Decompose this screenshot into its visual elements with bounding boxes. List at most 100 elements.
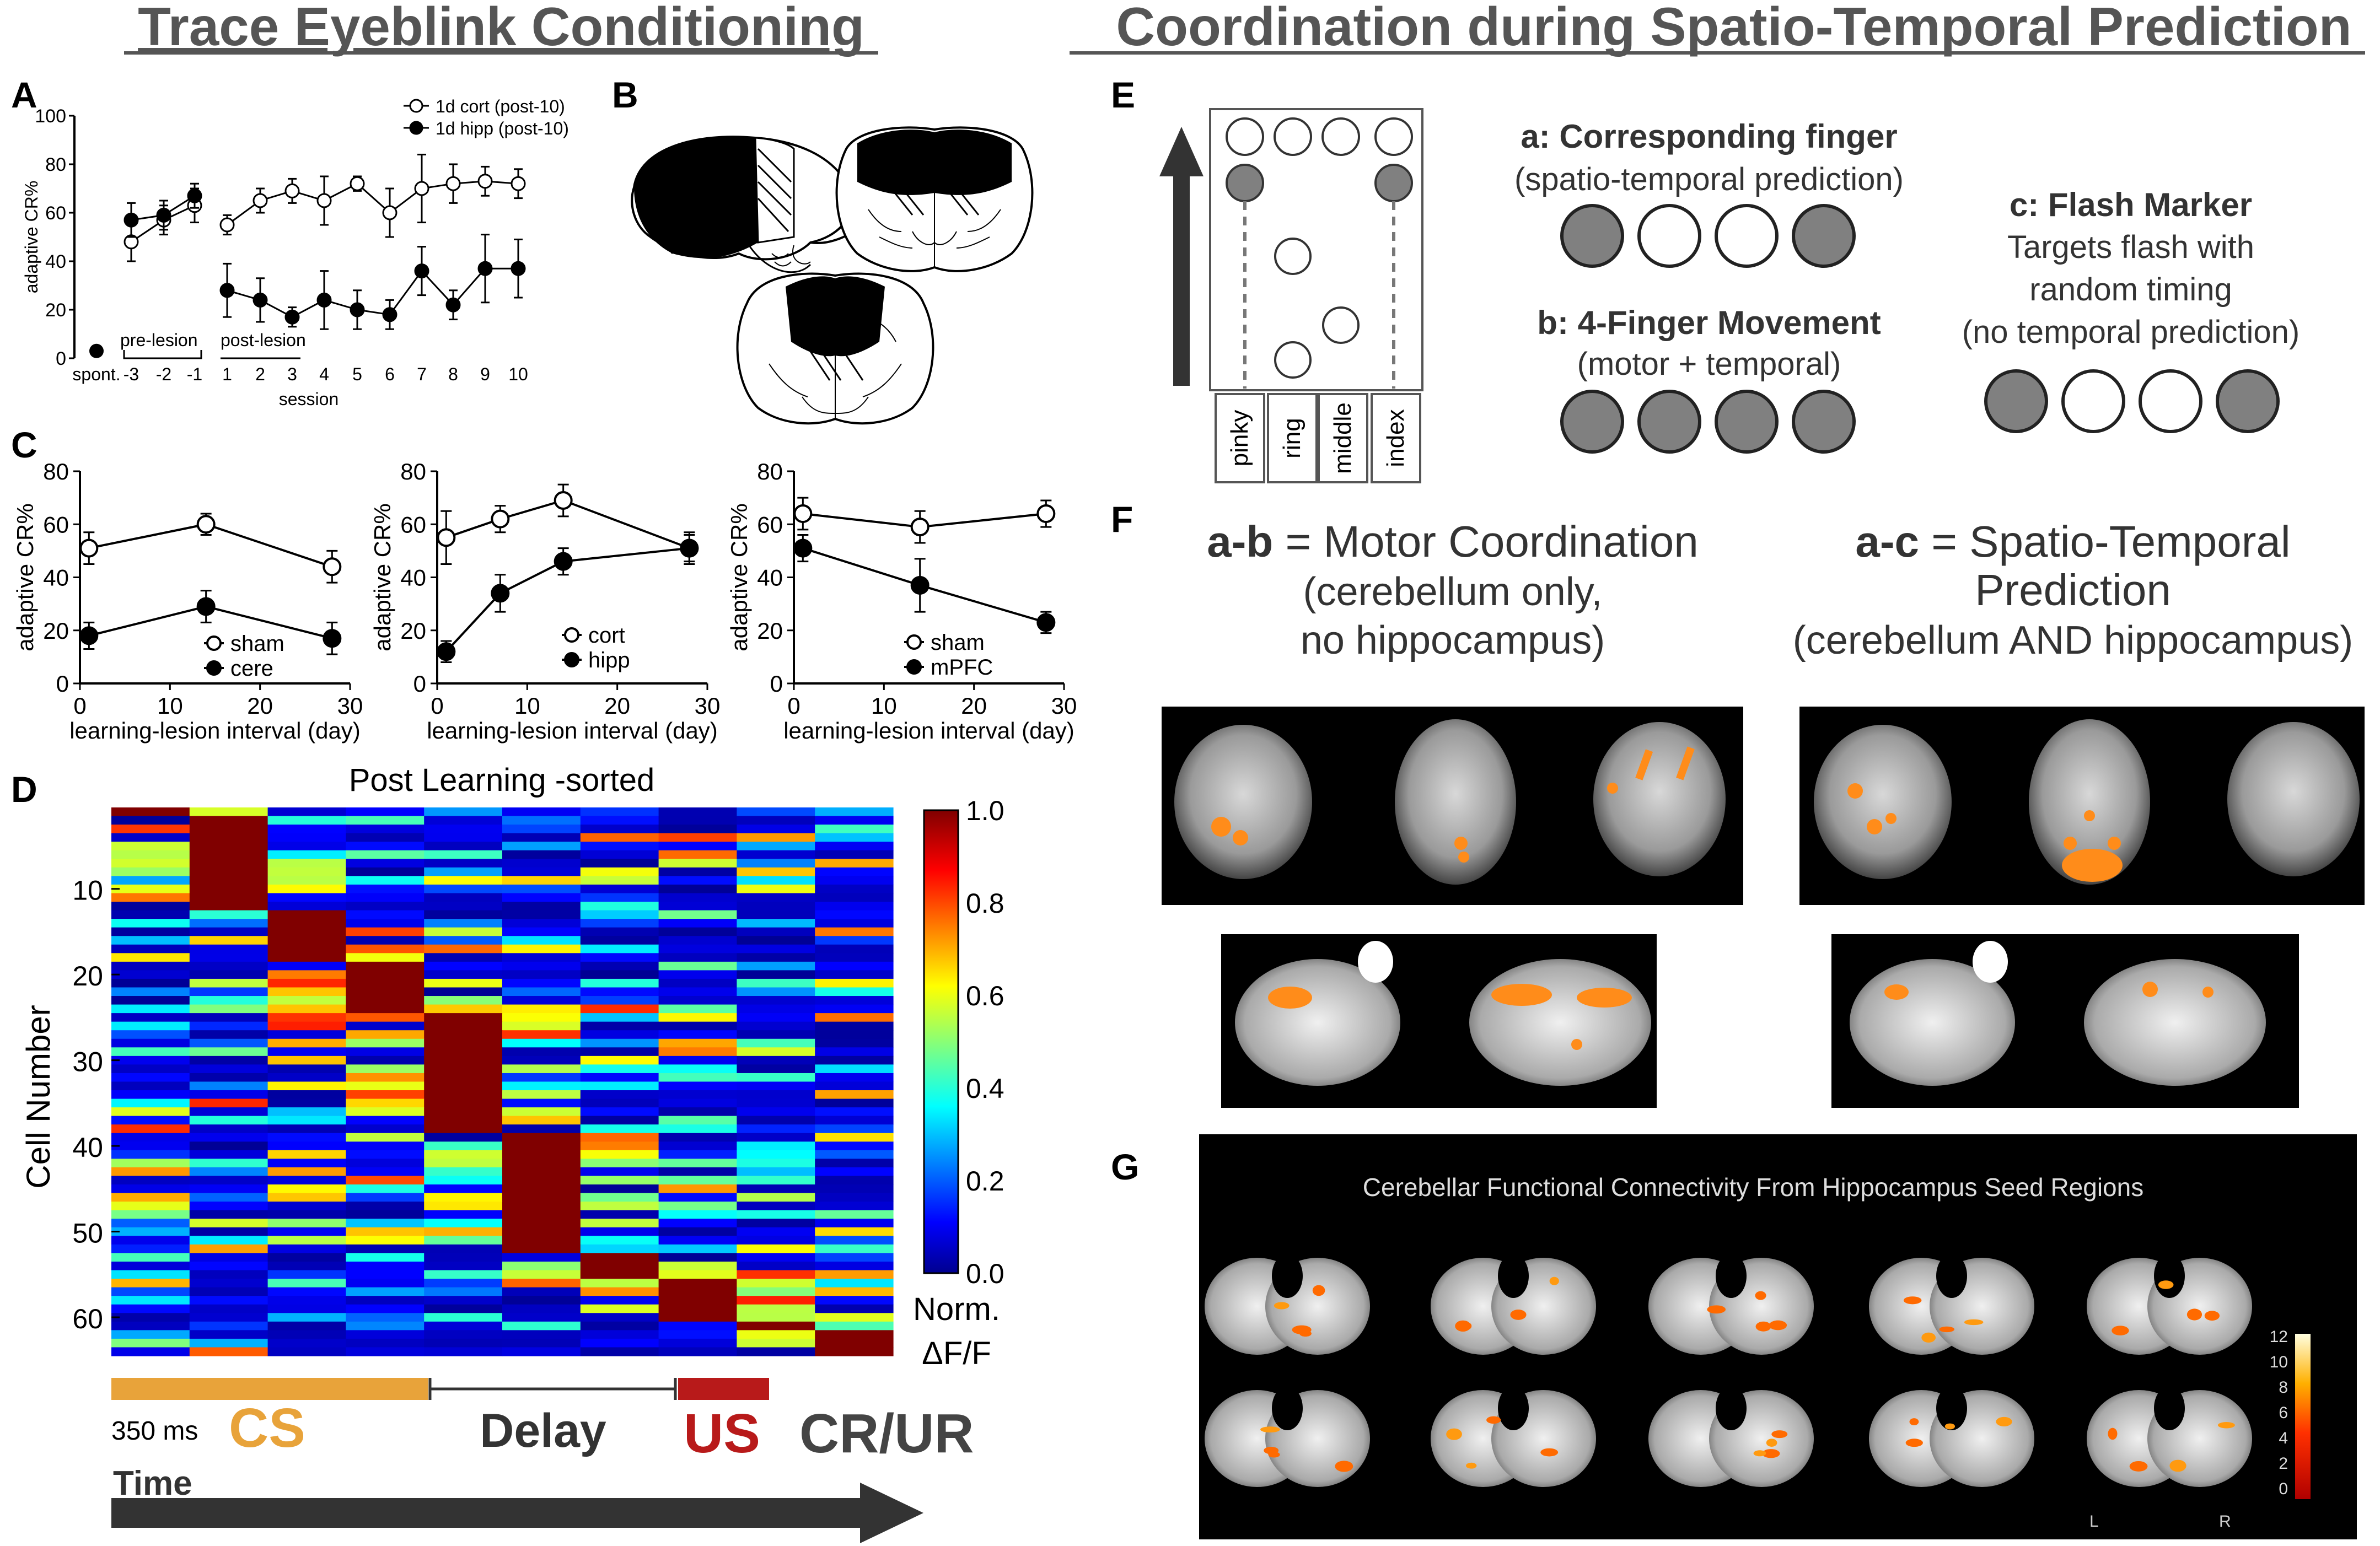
- activation-blob: [1510, 1309, 1527, 1320]
- cerebellum-notch: [1716, 1254, 1747, 1298]
- heatmap-cell: [424, 1330, 503, 1339]
- condition-c-title: c: Flash Marker: [2010, 186, 2252, 223]
- heatmap-cell: [346, 1047, 425, 1057]
- legend-marker: [906, 659, 922, 675]
- heatmap-cell: [189, 1116, 268, 1125]
- heatmap-cell: [658, 1270, 737, 1279]
- condition-circle: [1715, 390, 1779, 454]
- heatmap-cell: [424, 1013, 503, 1022]
- heatmap-cell: [815, 1004, 894, 1014]
- target-circle: [1374, 117, 1413, 156]
- data-point: [437, 528, 456, 547]
- heatmap-cell: [502, 884, 581, 894]
- heatmap-cell: [502, 1081, 581, 1091]
- scale-tick-label: 6: [2279, 1404, 2288, 1422]
- data-point: [196, 515, 216, 534]
- heatmap-cell: [189, 1098, 268, 1108]
- heatmap-cell: [658, 893, 737, 902]
- heatmap-cell: [424, 1116, 503, 1125]
- heatmap-cell: [815, 1081, 894, 1091]
- data-point: [316, 292, 332, 308]
- heatmap-cell: [658, 1253, 737, 1262]
- heatmap-cell: [580, 1287, 659, 1296]
- heatmap-title: Post Learning -sorted: [349, 762, 655, 798]
- heatmap-cell: [502, 1176, 581, 1185]
- heatmap-cell: [267, 884, 346, 894]
- heatmap-cell: [267, 1107, 346, 1117]
- heatmap-cell: [189, 1253, 268, 1262]
- heatmap-cell: [267, 1202, 346, 1211]
- heatmap-cell: [737, 1236, 815, 1245]
- legend-label: mPFC: [931, 655, 993, 680]
- heatmap-cell: [502, 825, 581, 834]
- heatmap-cell: [189, 978, 268, 988]
- activation-blob: [1921, 1332, 1936, 1343]
- scale-tick-label: 0: [2279, 1480, 2288, 1498]
- heatmap-cell: [658, 1090, 737, 1100]
- heatmap-cell: [658, 842, 737, 851]
- condition-circle: [2216, 369, 2280, 433]
- heatmap-cell: [658, 1244, 737, 1254]
- heatmap-cell: [815, 961, 894, 971]
- data-point: [793, 504, 813, 523]
- data-point: [316, 193, 332, 208]
- heatmap-cell: [658, 1021, 737, 1031]
- heatmap-cell: [815, 893, 894, 902]
- heatmap-cell: [189, 1330, 268, 1339]
- heatmap-cell: [267, 970, 346, 979]
- x-tick-label: 10: [871, 693, 897, 719]
- heatmap-cell: [580, 1116, 659, 1125]
- colorbar-tick-label: 0.2: [966, 1166, 1004, 1197]
- heatmap-cell: [815, 1304, 894, 1313]
- heatmap-cell: [111, 1090, 190, 1100]
- heatmap-cell: [580, 936, 659, 945]
- legend-marker: [564, 627, 579, 643]
- heatmap-cell: [189, 850, 268, 859]
- heatmap-cell: [580, 1244, 659, 1254]
- heatmap-cell: [424, 833, 503, 842]
- data-point: [196, 597, 216, 616]
- heatmap-cell: [424, 1253, 503, 1262]
- heatmap-cell: [580, 1107, 659, 1117]
- target-circle: [1321, 117, 1360, 156]
- heatmap-cell: [737, 1184, 815, 1194]
- panel-letter-a: A: [11, 74, 37, 115]
- heatmap-cell: [424, 1038, 503, 1048]
- heatmap-cell: [346, 1167, 425, 1177]
- heatmap-cell: [502, 850, 581, 859]
- activation-blob: [1292, 1325, 1312, 1334]
- data-point: [910, 575, 930, 595]
- heatmap-cell: [189, 1304, 268, 1313]
- heatmap-cell: [815, 1287, 894, 1296]
- heatmap-cell: [658, 807, 737, 817]
- heatmap-cell: [111, 1236, 190, 1245]
- heatmap-cell: [189, 1004, 268, 1014]
- heatmap-cell: [346, 1296, 425, 1305]
- target-circle: [1226, 117, 1264, 156]
- heatmap-cell: [111, 953, 190, 962]
- activation-blob: [1549, 1276, 1559, 1285]
- legend-label: sham: [230, 632, 284, 656]
- heatmap-cell: [658, 816, 737, 825]
- heatmap-cell: [111, 970, 190, 979]
- heatmap-cell: [580, 876, 659, 885]
- heatmap-cell: [580, 1004, 659, 1014]
- heatmap-cell: [346, 1073, 425, 1082]
- heatmap-cell: [815, 807, 894, 817]
- heatmap-cell: [737, 936, 815, 945]
- heatmap-cell: [502, 1116, 581, 1125]
- heatmap-cell: [580, 1270, 659, 1279]
- heatmap-cell: [424, 1159, 503, 1168]
- heatmap-cell: [267, 1253, 346, 1262]
- heatmap-cell: [346, 850, 425, 859]
- activation-blob: [1755, 1291, 1766, 1300]
- heatmap-cell: [424, 1124, 503, 1134]
- heatmap-cell: [111, 1124, 190, 1134]
- heatmap-cell: [111, 859, 190, 868]
- heatmap-cell: [346, 816, 425, 825]
- heatmap-cell: [267, 1193, 346, 1202]
- heatmap-cell: [267, 1227, 346, 1236]
- heatmap-cell: [580, 1159, 659, 1168]
